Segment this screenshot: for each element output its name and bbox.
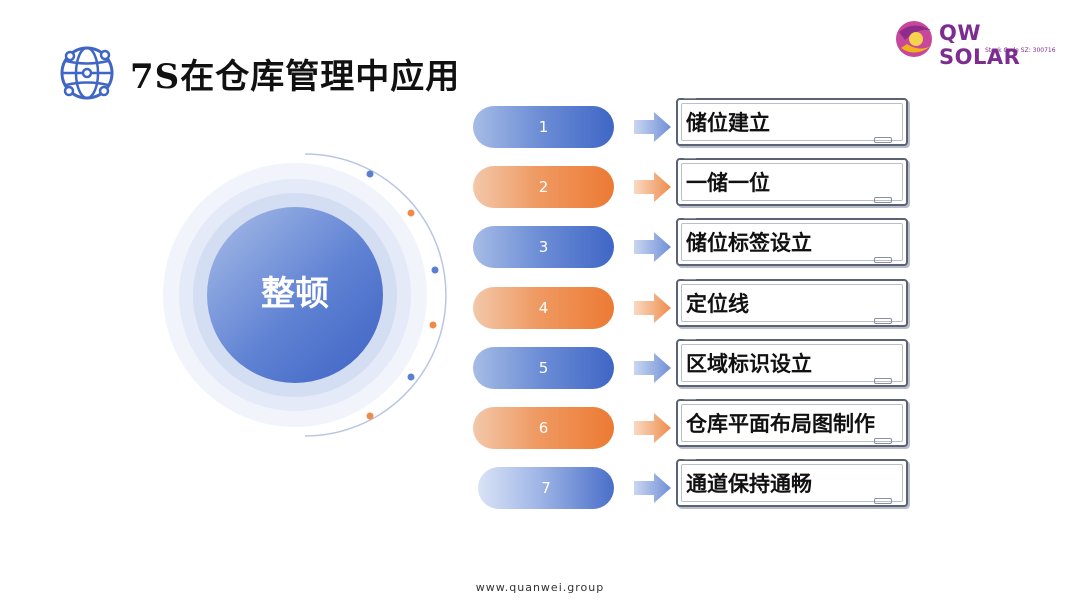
orbit-dot xyxy=(429,321,437,329)
step-number: 2 xyxy=(538,178,549,196)
box-tab-mark xyxy=(874,378,892,384)
step-label: 区域标识设立 xyxy=(686,351,812,376)
hub-graphic xyxy=(163,153,447,437)
step-number: 3 xyxy=(538,238,549,256)
step-4-pill: 4 xyxy=(473,287,614,329)
box-corner-mark xyxy=(684,459,696,463)
arrow-right-icon xyxy=(634,413,671,443)
hub-core xyxy=(207,207,383,383)
orbit-dot xyxy=(407,209,415,217)
orbit-dot xyxy=(407,373,415,381)
step-number: 5 xyxy=(538,359,549,377)
box-tab-mark xyxy=(874,137,892,143)
box-inner-frame xyxy=(681,404,903,442)
step-number: 6 xyxy=(538,419,549,437)
arrow-right-icon xyxy=(634,232,671,262)
step-6-box: 仓库平面布局图制作 xyxy=(676,399,908,447)
orbit-dot xyxy=(431,266,439,274)
step-2-pill: 2 xyxy=(473,166,614,208)
arrow-right-icon xyxy=(634,293,671,323)
arrow-right-icon xyxy=(634,473,671,503)
step-label: 仓库平面布局图制作 xyxy=(686,411,875,436)
arrow-right-icon xyxy=(634,353,671,383)
box-inner-frame xyxy=(681,163,903,201)
globe-network-icon xyxy=(60,46,114,100)
arrow-right-icon xyxy=(634,172,671,202)
step-label: 通道保持通畅 xyxy=(686,471,812,496)
step-6-pill: 6 xyxy=(473,407,614,449)
box-corner-mark xyxy=(684,399,696,403)
step-label: 定位线 xyxy=(686,291,749,316)
page-title: 7S在仓库管理中应用 xyxy=(130,56,461,97)
step-label: 一储一位 xyxy=(686,170,770,195)
box-inner-frame xyxy=(681,344,903,382)
step-1-pill: 1 xyxy=(473,106,614,148)
step-5-box: 区域标识设立 xyxy=(676,339,908,387)
box-tab-mark xyxy=(874,438,892,444)
logo-mark-icon xyxy=(896,21,932,57)
box-inner-frame xyxy=(681,464,903,502)
step-label: 储位建立 xyxy=(686,110,770,135)
hub-orbit-arc xyxy=(304,153,447,437)
box-tab-mark xyxy=(874,498,892,504)
logo-brand: QW SOLAR xyxy=(939,21,1021,69)
box-tab-mark xyxy=(874,318,892,324)
step-number: 7 xyxy=(541,479,551,497)
step-3-pill: 3 xyxy=(473,226,614,268)
box-corner-mark xyxy=(684,279,696,283)
title-bar: 7S在仓库管理中应用 xyxy=(58,44,460,102)
logo-stock-code: Stock Code SZ: 300716 xyxy=(985,47,1056,54)
box-inner-frame xyxy=(681,223,903,261)
orbit-dot xyxy=(366,412,374,420)
box-inner-frame xyxy=(681,284,903,322)
arrow-right-icon xyxy=(634,112,671,142)
step-1-box: 储位建立 xyxy=(676,98,908,146)
step-5-pill: 5 xyxy=(473,347,614,389)
box-corner-mark xyxy=(684,339,696,343)
box-corner-mark xyxy=(684,98,696,102)
step-3-box: 储位标签设立 xyxy=(676,218,908,266)
box-tab-mark xyxy=(874,197,892,203)
box-corner-mark xyxy=(684,218,696,222)
step-7-pill: 7 xyxy=(478,467,614,509)
step-2-box: 一储一位 xyxy=(676,158,908,206)
footer-url: www.quanwei.group xyxy=(475,581,605,594)
step-number: 4 xyxy=(538,299,549,317)
box-inner-frame xyxy=(681,103,903,141)
step-4-box: 定位线 xyxy=(676,279,908,327)
step-label: 储位标签设立 xyxy=(686,230,812,255)
hub-label: 整顿 xyxy=(261,274,329,314)
step-number: 1 xyxy=(538,118,549,136)
company-logo: QW SOLAR Stock Code SZ: 300716 xyxy=(893,18,1063,69)
box-tab-mark xyxy=(874,257,892,263)
step-7-box: 通道保持通畅 xyxy=(676,459,908,507)
box-corner-mark xyxy=(684,158,696,162)
orbit-dot xyxy=(366,170,374,178)
